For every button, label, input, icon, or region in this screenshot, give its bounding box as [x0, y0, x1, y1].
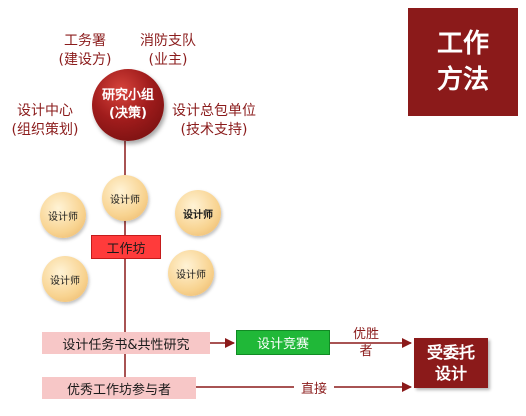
designer-node: 设计师 — [102, 175, 148, 221]
stakeholder-fire-brigade: 消防支队 (业主) — [132, 32, 204, 70]
fire-brigade-role: (业主) — [148, 52, 188, 68]
research-group-name: 研究小组 — [101, 88, 154, 103]
winner-label-line2: 者 — [359, 344, 373, 359]
designer-label: 设计师 — [110, 194, 140, 206]
stakeholder-works-bureau: 工务署 (建设方) — [50, 32, 120, 70]
fire-brigade-name: 消防支队 — [140, 33, 196, 49]
design-brief-label: 设计任务书&共性研究 — [62, 337, 190, 353]
design-center-role: (组织策划) — [11, 122, 79, 138]
workshop-participants-label: 优秀工作坊参与者 — [66, 382, 171, 398]
research-group-role: (决策) — [109, 106, 147, 121]
stakeholder-design-center: 设计中心 (组织策划) — [4, 102, 86, 140]
winner-label: 优胜 者 — [346, 326, 386, 360]
designer-label: 设计师 — [48, 211, 78, 223]
entrusted-line1: 受委托 — [426, 343, 475, 362]
method-title-line2: 方法 — [436, 65, 489, 95]
designer-node: 设计师 — [42, 256, 88, 302]
method-title-box: 工作 方法 — [408, 8, 518, 116]
stakeholder-general-contractor: 设计总包单位 (技术支持) — [166, 102, 262, 140]
method-title-line1: 工作 — [436, 29, 489, 59]
winner-label-line1: 优胜 — [352, 327, 379, 342]
works-bureau-role: (建设方) — [58, 52, 112, 68]
general-contractor-role: (技术支持) — [180, 122, 248, 138]
research-group-node: 研究小组 (决策) — [92, 69, 164, 141]
workshop-box: 工作坊 — [91, 235, 161, 259]
design-brief-box: 设计任务书&共性研究 — [42, 332, 210, 354]
design-competition-label: 设计竞赛 — [256, 337, 309, 352]
general-contractor-name: 设计总包单位 — [172, 103, 256, 119]
entrusted-line2: 设计 — [434, 364, 467, 383]
workshop-participants-box: 优秀工作坊参与者 — [42, 377, 196, 399]
direct-label: 直接 — [294, 378, 334, 397]
designer-label: 设计师 — [183, 209, 213, 221]
works-bureau-name: 工务署 — [64, 33, 106, 49]
design-competition-box: 设计竞赛 — [236, 330, 330, 355]
workshop-label: 工作坊 — [106, 241, 146, 257]
designer-label: 设计师 — [176, 269, 206, 281]
designer-label: 设计师 — [50, 275, 80, 287]
entrusted-design-box: 受委托 设计 — [414, 338, 488, 388]
direct-label-text: 直接 — [300, 382, 327, 397]
designer-node: 设计师 — [175, 190, 221, 236]
design-center-name: 设计中心 — [17, 103, 73, 119]
designer-node: 设计师 — [40, 192, 86, 238]
designer-node: 设计师 — [168, 250, 214, 296]
